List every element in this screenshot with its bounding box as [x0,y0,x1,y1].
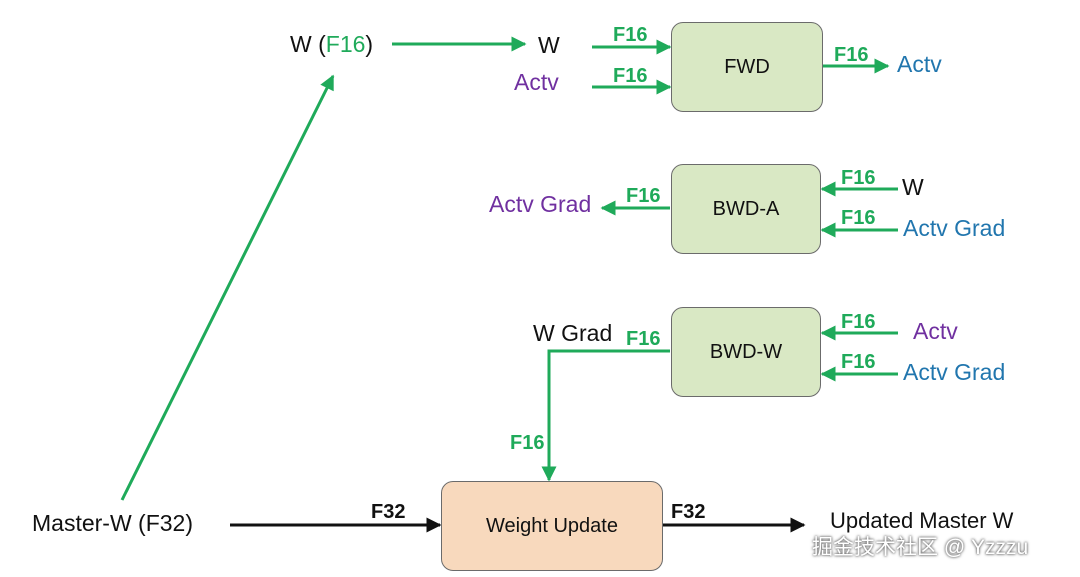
arrow-master-to-w16 [120,74,335,501]
fwd-box-label: FWD [724,55,770,78]
tag-bwd-w-in-grad: F16 [841,351,876,373]
tag-bwd-a-in-w: F16 [841,167,876,189]
bwd-a-w-input-label: W [902,174,924,200]
fwd-w-input-label: W [538,32,560,58]
master-w-label: Master-W (F32) [32,510,193,536]
bwd-a-grad-output-label: Actv Grad [489,191,592,217]
w-f16-mid: F16 [325,31,366,57]
bwd-a-grad-input-label: Actv Grad [903,215,1006,241]
tag-fwd-in-actv: F16 [613,65,648,87]
tag-bwd-a-in-grad: F16 [841,207,876,229]
tag-fwd-out: F16 [834,44,869,66]
fwd-actv-output-label: Actv [897,51,942,77]
bwd-w-box: BWD-W [671,307,821,397]
bwd-a-box: BWD-A [671,164,821,254]
weight-update-box: Weight Update [441,481,663,571]
arrow-wgrad-to-update [541,349,670,482]
tag-update-in: F32 [371,501,406,523]
fwd-box: FWD [671,22,823,112]
w-grad-label: W Grad [533,320,613,346]
tag-fwd-in-w: F16 [613,24,648,46]
weight-update-box-label: Weight Update [486,514,618,537]
fwd-actv-input-label: Actv [514,69,559,95]
tag-wgrad-down: F16 [510,432,545,454]
tag-update-out: F32 [671,501,706,523]
w-f16-suffix: ) [365,31,374,57]
watermark: 掘金技术社区 @ Yzzzu [812,536,1029,559]
bwd-a-box-label: BWD-A [712,197,780,220]
bwd-w-actv-input-label: Actv [913,318,958,344]
tag-bwd-w-out: F16 [626,328,661,350]
w-f16-label: W (F16) [290,33,373,56]
bwd-w-grad-input-label: Actv Grad [903,359,1006,385]
w-f16-prefix: W ( [290,31,326,57]
bwd-w-box-label: BWD-W [709,340,783,363]
tag-bwd-w-in-actv: F16 [841,311,876,333]
tag-bwd-a-out: F16 [626,185,661,207]
updated-master-w-label: Updated Master W [830,508,1014,533]
